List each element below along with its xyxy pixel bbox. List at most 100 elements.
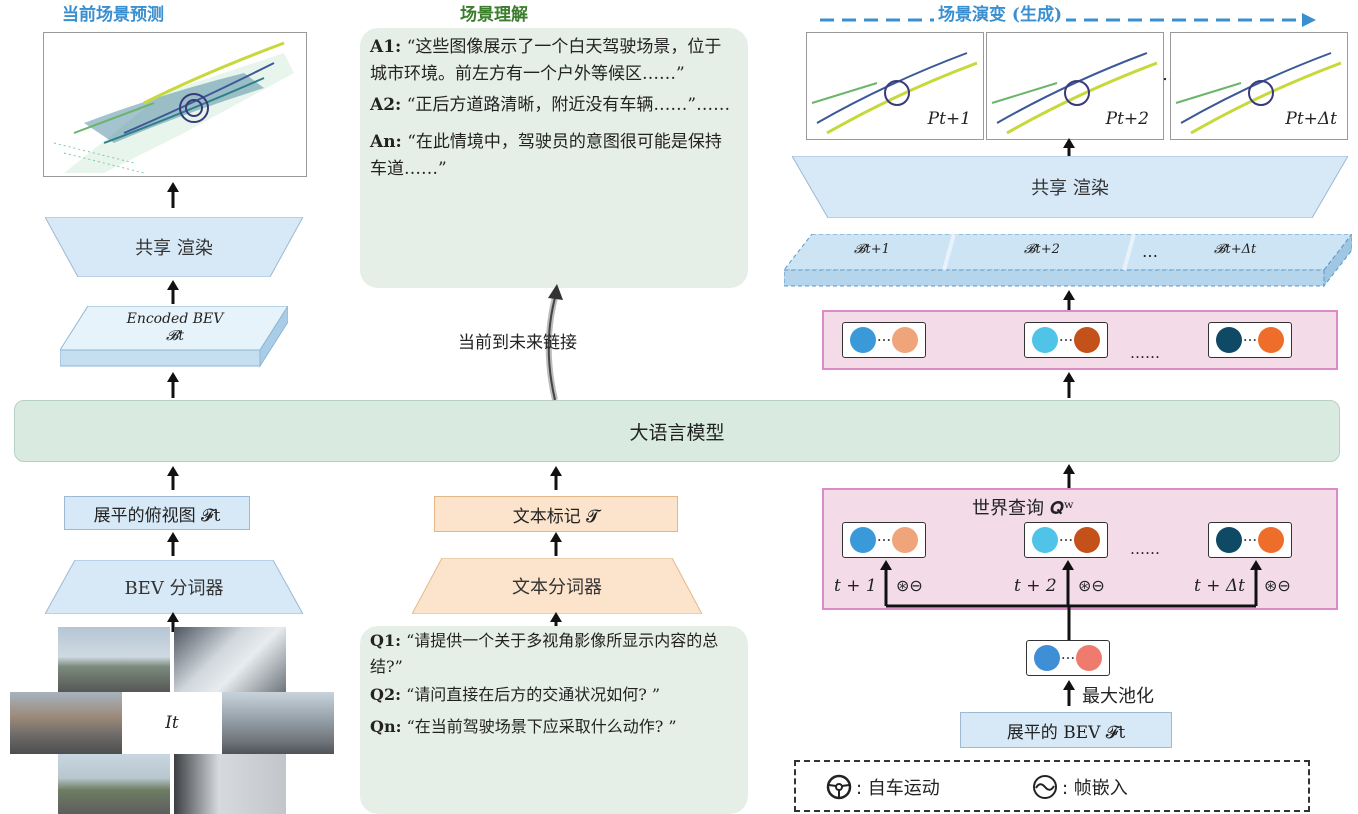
token-dot xyxy=(892,327,919,353)
future-frame-1-render xyxy=(811,52,978,135)
time-label-1: t + 1 xyxy=(834,576,877,596)
right-title: 场景演变 (生成) xyxy=(934,0,1067,25)
frame-n-label: Pt+Δt xyxy=(1285,109,1337,129)
encoded-bev-line1: Encoded BEV xyxy=(126,311,224,327)
arrow-up-4 xyxy=(166,466,180,490)
legend-frame: : 帧嵌入 xyxy=(1032,774,1128,800)
arrow-up-3 xyxy=(166,372,180,398)
answer-1: A1: “这些图像展示了一个白天驾驶场景，位于城市环境。前左方有一个户外等候区…… xyxy=(370,34,738,88)
encoded-bev-line2: 𝓑t xyxy=(166,328,184,344)
time-icons-1: ⊛⊖ xyxy=(896,576,923,595)
right-title-arrow xyxy=(820,10,1320,30)
right-renderer-label: 共享 渲染 xyxy=(1031,178,1109,199)
frame-2-label: Pt+2 xyxy=(1105,109,1149,129)
text-token-box: 文本标记 𝓣 xyxy=(434,496,678,532)
camera-front-right xyxy=(174,627,286,693)
bev-slot-ellipsis: … xyxy=(1142,242,1158,261)
token-dot xyxy=(849,527,876,553)
arrow-up-6 xyxy=(166,612,180,632)
camera-left xyxy=(10,692,122,754)
link-label: 当前到未来链接 xyxy=(458,333,577,353)
future-frame-n-render xyxy=(1175,52,1342,135)
text-token-label: 文本标记 𝓣 xyxy=(512,506,600,527)
camera-right xyxy=(222,692,334,754)
steering-wheel-icon: ⊛ xyxy=(896,576,910,595)
future-bev-slab: 𝓑t+1 𝓑t+2 … 𝓑t+Δt xyxy=(784,234,1352,290)
token-dot xyxy=(1033,645,1060,671)
camera-back-right xyxy=(174,754,286,814)
wave-icon: ⊖ xyxy=(1277,576,1291,595)
wave-icon: ⊖ xyxy=(1091,576,1105,595)
text-tokenizer: 文本分词器 xyxy=(412,558,702,614)
token-dot xyxy=(1215,327,1242,353)
arrow-up-1 xyxy=(166,182,180,208)
arrow-up-right-1 xyxy=(1062,138,1076,158)
legend-ego: : 自车运动 xyxy=(826,774,940,800)
question-1: Q1: “请提供一个关于多视角影像所显示内容的总结?” xyxy=(370,628,738,680)
time-label-n: t + Δt xyxy=(1194,576,1245,596)
output-token-group-n: ··· xyxy=(1208,322,1292,358)
arrow-up-mid-2 xyxy=(549,532,563,556)
token-dot xyxy=(849,327,876,353)
pool-connector xyxy=(1062,606,1076,640)
question-n-key: Qn: xyxy=(370,717,402,736)
pooled-token-group: ··· xyxy=(1026,640,1110,676)
encoded-bev-slab: Encoded BEV 𝓑t xyxy=(60,306,288,370)
token-dot xyxy=(1215,527,1242,553)
output-token-ellipsis: …… xyxy=(1130,344,1160,362)
future-frame-n: Pt+Δt xyxy=(1170,32,1348,140)
token-dot xyxy=(1258,527,1285,553)
flattened-bev-right-label: 展平的 BEV 𝓕t xyxy=(1006,722,1126,743)
question-2: Q2: “请问直接在后方的交通状况如何? ” xyxy=(370,682,738,708)
legend-ego-label: : 自车运动 xyxy=(856,778,940,799)
legend-box: : 自车运动 : 帧嵌入 xyxy=(794,760,1310,812)
output-token-group-1: ··· xyxy=(842,322,926,358)
camera-back-left xyxy=(58,754,170,814)
query-token-ellipsis: …… xyxy=(1130,540,1160,558)
time-label-2: t + 2 xyxy=(1014,576,1057,596)
text-tokenizer-label: 文本分词器 xyxy=(512,577,602,598)
answer-2-text: “正后方道路清晰，附近没有车辆……”…… xyxy=(406,95,731,115)
query-token-group-2: ··· xyxy=(1024,522,1108,558)
camera-front-left xyxy=(58,627,170,693)
arrow-up-pool xyxy=(1062,680,1076,706)
token-dot xyxy=(1258,327,1285,353)
link-arrow xyxy=(538,284,568,402)
left-renderer: 共享 渲染 xyxy=(45,217,303,277)
arrow-up-5 xyxy=(166,532,180,556)
time-icons-n: ⊛⊖ xyxy=(1264,576,1291,595)
bev-slot-1: 𝓑t+1 xyxy=(854,242,890,257)
query-connector-lines xyxy=(880,560,1262,608)
token-dot xyxy=(1074,527,1101,553)
bev-tokenizer-label: BEV 分词器 xyxy=(124,578,224,599)
question-1-key: Q1: xyxy=(370,631,401,650)
llm-bar: 大语言模型 xyxy=(14,400,1340,462)
token-dot xyxy=(892,527,919,553)
flattened-bev-box: 展平的俯视图 𝓕t xyxy=(64,496,250,530)
time-icons-2: ⊛⊖ xyxy=(1078,576,1105,595)
steering-wheel-icon xyxy=(826,774,852,800)
bev-slot-2: 𝓑t+2 xyxy=(1024,242,1060,257)
right-renderer: 共享 渲染 xyxy=(792,156,1348,218)
pointcloud-render xyxy=(53,41,294,174)
arrow-up-right-3 xyxy=(1062,372,1076,398)
image-label: It xyxy=(165,713,179,733)
answer-2: A2: “正后方道路清晰，附近没有车辆……”…… xyxy=(370,92,738,119)
output-token-panel: ··· ··· …… ··· xyxy=(822,310,1338,370)
middle-title: 场景理解 xyxy=(460,5,528,25)
world-query-panel: 世界查询 𝑸ʷ ··· ··· …… ··· t + 1 ⊛⊖ t + 2 ⊛⊖… xyxy=(822,488,1338,610)
legend-frame-label: : 帧嵌入 xyxy=(1062,778,1128,799)
arrow-up-right-4 xyxy=(1062,464,1076,488)
flattened-bev-label: 展平的俯视图 𝓕t xyxy=(93,505,221,526)
flattened-bev-right-box: 展平的 BEV 𝓕t xyxy=(960,712,1172,748)
query-token-group-n: ··· xyxy=(1208,522,1292,558)
maxpool-label: 最大池化 xyxy=(1082,686,1154,707)
token-dot xyxy=(1074,327,1101,353)
answer-n-text: “在此情境中，驾驶员的意图很可能是保持车道……” xyxy=(370,132,722,179)
llm-label: 大语言模型 xyxy=(629,421,725,444)
image-label-box: It xyxy=(122,692,222,754)
answer-2-key: A2: xyxy=(370,95,402,115)
left-renderer-label: 共享 渲染 xyxy=(135,238,213,259)
question-2-key: Q2: xyxy=(370,685,401,704)
token-dot xyxy=(1031,527,1058,553)
